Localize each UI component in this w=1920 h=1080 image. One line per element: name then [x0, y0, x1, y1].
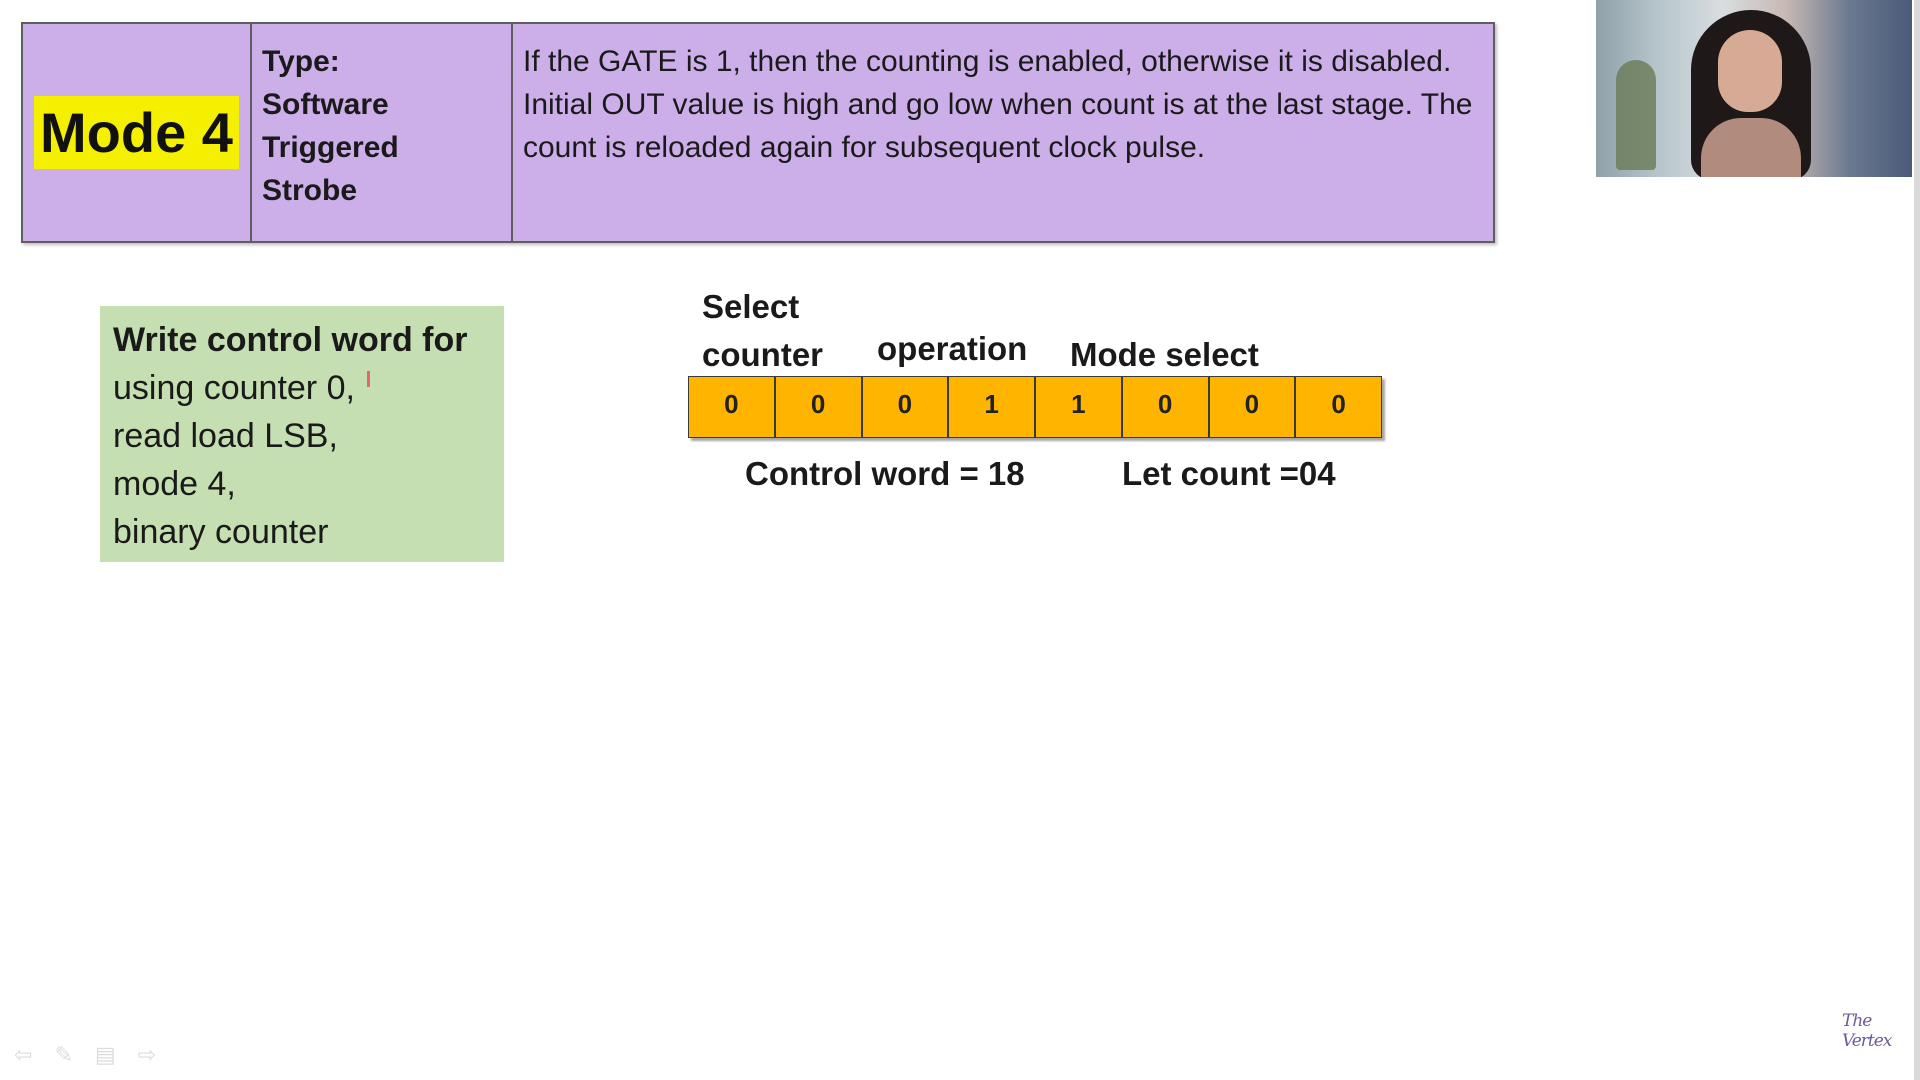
mode-cell: Mode 4 [23, 24, 252, 241]
bit-d0: 0 [1295, 376, 1382, 438]
type-line: Strobe [262, 174, 358, 207]
task-box: Write control word for using counter 0, … [100, 306, 504, 562]
presenter-webcam [1596, 0, 1912, 177]
slide-menu-icon[interactable]: ▤ [94, 1042, 116, 1067]
bit-d5: 0 [861, 376, 949, 438]
mode-description-table: Mode 4 Type: Software Triggered Strobe I… [21, 22, 1495, 243]
bit-d7: 0 [688, 376, 775, 438]
task-line-text: using counter 0, [113, 369, 355, 407]
type-line: Software [262, 88, 389, 121]
task-line: using counter 0, [113, 364, 491, 412]
mode-label: Mode 4 [34, 96, 239, 169]
watermark-logo: The Vertex [1842, 1011, 1892, 1051]
task-line: binary counter [113, 513, 329, 551]
bit-d4: 1 [948, 376, 1035, 438]
presenter-face [1718, 30, 1782, 112]
count-value: Let count =04 [1122, 455, 1336, 492]
bit-d1: 0 [1208, 376, 1296, 438]
bit-d3: 1 [1035, 376, 1122, 438]
previous-slide-icon[interactable]: ⇦ [14, 1042, 33, 1067]
task-title: Write control word for [113, 321, 468, 359]
type-line: Type: [262, 45, 340, 78]
plant-icon [1616, 60, 1656, 170]
control-word-result: Control word = 18 [745, 455, 1025, 492]
type-cell: Type: Software Triggered Strobe [252, 24, 513, 241]
task-line: mode 4, [113, 465, 236, 503]
slideshow-controls[interactable]: ⇦ ✎ ▤ ⇨ [14, 1042, 156, 1068]
control-word-bits: 0 0 0 1 1 0 0 0 [688, 376, 1382, 438]
window-edge [1914, 0, 1920, 1080]
mode-select-label: Mode select [1070, 336, 1259, 373]
mode-description: If the GATE is 1, then the counting is e… [523, 45, 1473, 164]
type-line: Triggered [262, 131, 399, 164]
text-cursor-icon [366, 371, 370, 387]
select-counter-label-line1: Select [702, 288, 800, 325]
operation-label: operation [877, 330, 1028, 367]
select-counter-label: Select counter [702, 283, 823, 379]
pen-icon[interactable]: ✎ [54, 1042, 73, 1067]
presenter-body [1701, 118, 1801, 177]
bit-d6: 0 [774, 376, 862, 438]
bit-d2: 0 [1121, 376, 1209, 438]
next-slide-icon[interactable]: ⇨ [137, 1042, 157, 1067]
select-counter-label-line2: counter [702, 336, 824, 373]
task-line: read load LSB, [113, 417, 338, 455]
